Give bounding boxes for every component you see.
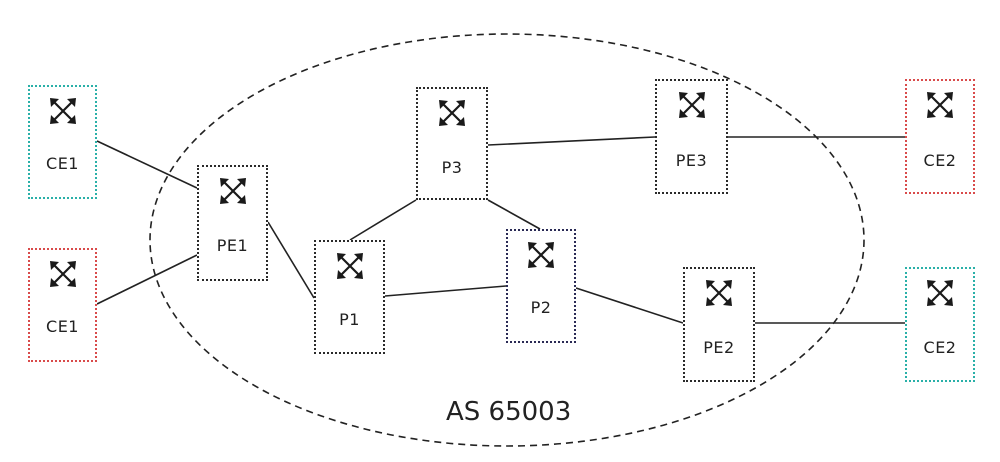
node-label: CE1 (46, 317, 79, 336)
node-label: PE3 (675, 151, 708, 170)
node-label: CE2 (923, 151, 957, 170)
node-pe1: PE1 (197, 165, 268, 281)
node-label: PE2 (703, 338, 735, 357)
node-pe3: PE3 (655, 79, 728, 194)
node-p1: P1 (314, 240, 385, 354)
as-boundary (149, 33, 865, 447)
node-label: CE2 (923, 338, 957, 357)
router-icon (438, 99, 466, 127)
link-ce1-bottom-pe1 (96, 254, 198, 305)
node-ce2-top: CE2 (905, 79, 975, 194)
router-icon (336, 252, 364, 280)
node-label: P2 (530, 298, 552, 317)
node-ce1-bottom: CE1 (28, 248, 97, 362)
node-ce1-top: CE1 (28, 85, 97, 199)
link-p3-p2 (487, 199, 541, 230)
router-icon (678, 91, 706, 119)
node-label: P1 (339, 310, 360, 329)
node-ce2-bottom: CE2 (905, 267, 975, 382)
router-icon (926, 91, 954, 119)
link-p3-pe3 (487, 136, 656, 146)
link-pe1-p1 (267, 221, 315, 299)
as-number-label: AS 65003 (446, 397, 572, 427)
router-icon (49, 260, 77, 288)
node-pe2: PE2 (683, 267, 755, 382)
router-icon (926, 279, 954, 307)
router-icon (219, 177, 247, 205)
node-label: PE1 (216, 236, 249, 255)
node-label: P3 (441, 158, 463, 177)
link-ce1-top-pe1 (96, 140, 198, 189)
node-label: CE1 (46, 154, 79, 173)
router-icon (705, 279, 733, 307)
router-icon (49, 97, 77, 125)
node-p2: P2 (506, 229, 576, 343)
link-p1-p3 (349, 199, 417, 241)
link-p2-pe2 (575, 287, 684, 324)
router-icon (527, 241, 555, 269)
node-p3: P3 (416, 87, 488, 200)
links (96, 136, 905, 324)
link-p1-p2 (384, 285, 507, 297)
